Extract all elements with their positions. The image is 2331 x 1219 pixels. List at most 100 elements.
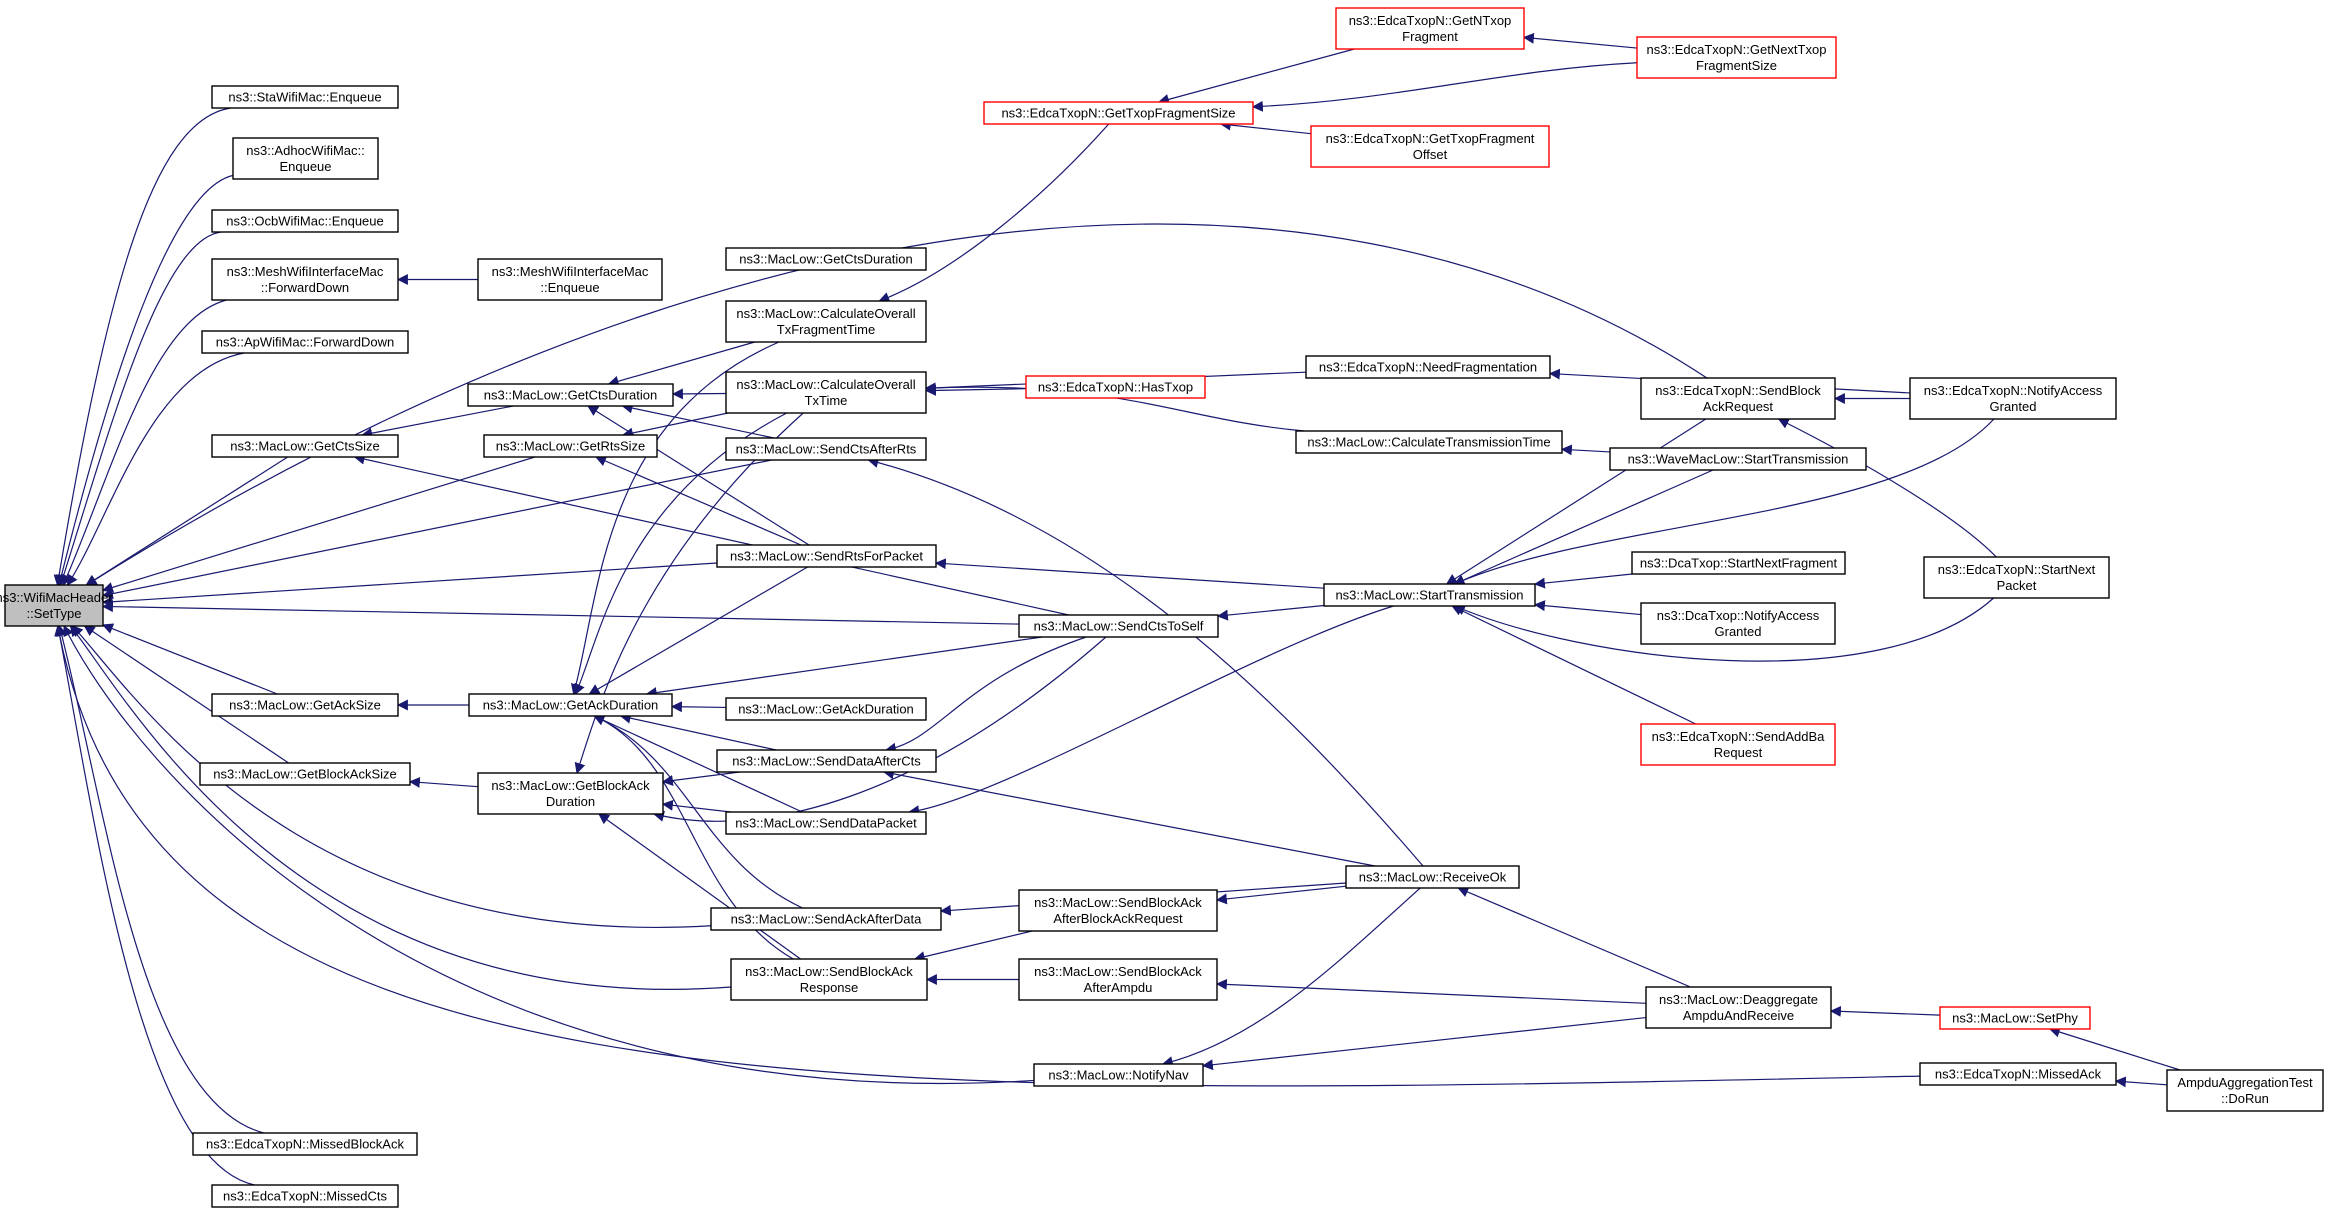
node-box: [201, 330, 409, 354]
node-get-cts-dur2[interactable]: ns3::MacLow::GetCtsDuration: [725, 247, 927, 271]
edge-get_cts_dur-to-get_cts_size: [361, 405, 514, 439]
node-send-cts-to-self[interactable]: ns3::MacLow::SendCtsToSelf: [1018, 614, 1219, 638]
node-label: ns3::EdcaTxopN::MissedCts: [223, 1189, 388, 1204]
node-box: [1909, 377, 2117, 420]
node-label: ns3::MacLow::GetCtsDuration: [484, 388, 657, 403]
edge-get_next_txop_frag-to-get_ntxop_frag: [1522, 32, 1638, 49]
node-label: Duration: [546, 794, 595, 809]
edge-send_cts_to_self-to-get_back_dur: [652, 636, 1107, 822]
node-wave-start[interactable]: ns3::WaveMacLow::StartTransmission: [1609, 447, 1867, 471]
edge-receive_ok-to-send_data_after_cts: [882, 768, 1376, 867]
node-need-frag[interactable]: ns3::EdcaTxopN::NeedFragmentation: [1305, 355, 1551, 379]
node-label: ::SetType: [27, 606, 82, 621]
node-label: ns3::MeshWifiInterfaceMac: [492, 264, 649, 279]
edge-receive_ok-to-send_cts_after_rts: [867, 457, 1424, 867]
node-get-cts-size[interactable]: ns3::MacLow::GetCtsSize: [211, 434, 399, 458]
node-calc-frag[interactable]: ns3::MacLow::CalculateOverallTxFragmentT…: [725, 300, 927, 343]
node-calc-trans-time[interactable]: ns3::MacLow::CalculateTransmissionTime: [1295, 430, 1563, 454]
node-label: ns3::EdcaTxopN::GetNTxop: [1349, 13, 1512, 28]
edge-calc_frag-to-get_ack_dur: [570, 341, 780, 696]
node-ap-fwd[interactable]: ns3::ApWifiMac::ForwardDown: [201, 330, 409, 354]
node-label: ns3::MacLow::GetRtsSize: [496, 439, 646, 454]
node-missed-ack[interactable]: ns3::EdcaTxopN::MissedAck: [1919, 1062, 2117, 1086]
node-adhoc-enq[interactable]: ns3::AdhocWifiMac::Enqueue: [232, 137, 379, 180]
node-get-cts-dur[interactable]: ns3::MacLow::GetCtsDuration: [467, 383, 674, 407]
node-send-ack-after-data[interactable]: ns3::MacLow::SendAckAfterData: [710, 907, 942, 931]
edge-ampdu_test-to-set_phy: [2048, 1026, 2181, 1071]
node-get-ack-dur2[interactable]: ns3::MacLow::GetAckDuration: [725, 697, 927, 721]
node-send-data-packet[interactable]: ns3::MacLow::SendDataPacket: [725, 811, 927, 835]
node-label: ns3::EdcaTxopN::SendAddBa: [1652, 729, 1825, 744]
node-get-txop-frag-size[interactable]: ns3::EdcaTxopN::GetTxopFragmentSize: [983, 101, 1254, 125]
edge-send_ack_after_data-to-settype: [71, 625, 712, 928]
edge-send_back_req-to-start_trans: [1445, 418, 1707, 585]
node-box: [211, 434, 399, 458]
node-sta-enq[interactable]: ns3::StaWifiMac::Enqueue: [211, 85, 399, 109]
node-label: Packet: [1997, 578, 2037, 593]
node-box: [4, 584, 104, 627]
node-box: [1018, 614, 1219, 638]
node-label: Granted: [1990, 399, 2037, 414]
edge-ap_fwd-to-settype: [66, 352, 245, 586]
node-box: [725, 437, 927, 461]
node-box: [983, 101, 1254, 125]
node-has-txop[interactable]: ns3::EdcaTxopN::HasTxop: [1025, 375, 1206, 399]
node-get-ack-size[interactable]: ns3::MacLow::GetAckSize: [211, 693, 399, 717]
node-ampdu-test[interactable]: AmpduAggregationTest::DoRun: [2166, 1069, 2324, 1112]
node-label: ns3::MacLow::NotifyNav: [1048, 1068, 1189, 1083]
node-label: FragmentSize: [1696, 58, 1777, 73]
node-label: ns3::MacLow::GetBlockAckSize: [213, 767, 397, 782]
node-label: TxFragmentTime: [777, 322, 875, 337]
edge-edca_notify-to-start_trans: [1453, 418, 1995, 586]
node-send-rts[interactable]: ns3::MacLow::SendRtsForPacket: [716, 544, 937, 568]
node-missed-back[interactable]: ns3::EdcaTxopN::MissedBlockAck: [192, 1132, 418, 1156]
node-box: [725, 697, 927, 721]
edge-receive_ok-to-notify_nav: [1161, 887, 1421, 1067]
node-label: Fragment: [1402, 29, 1458, 44]
edge-deagg-to-notify_nav: [1201, 1016, 1647, 1071]
node-settype[interactable]: ns3::WifiMacHeader::SetType: [0, 584, 113, 627]
node-box: [725, 811, 927, 835]
node-notify-nav[interactable]: ns3::MacLow::NotifyNav: [1033, 1063, 1204, 1087]
edge-send_data_after_cts-to-get_back_dur: [661, 771, 740, 786]
edge-start_trans-to-send_cts_to_self: [1216, 604, 1325, 621]
node-dca-next-frag[interactable]: ns3::DcaTxop::StartNextFragment: [1631, 551, 1846, 575]
node-send-data-after-cts[interactable]: ns3::MacLow::SendDataAfterCts: [716, 749, 937, 773]
edge-start_trans-to-send_rts: [934, 558, 1325, 589]
node-start-trans[interactable]: ns3::MacLow::StartTransmission: [1323, 583, 1536, 607]
edge-send_cts_after_rts-to-get_cts_dur: [621, 402, 775, 439]
node-send-cts-after-rts[interactable]: ns3::MacLow::SendCtsAfterRts: [725, 437, 927, 461]
edge-get_rts_size-to-settype: [101, 456, 536, 593]
node-ocb-enq[interactable]: ns3::OcbWifiMac::Enqueue: [211, 209, 399, 233]
node-mesh-fwd[interactable]: ns3::MeshWifiInterfaceMac::ForwardDown: [211, 258, 399, 301]
edge-send_addba-to-start_trans: [1451, 605, 1696, 725]
edge-get_ack_size-to-settype: [101, 623, 278, 695]
node-set-phy[interactable]: ns3::MacLow::SetPhy: [1939, 1006, 2091, 1030]
node-get-backsize[interactable]: ns3::MacLow::GetBlockAckSize: [199, 762, 411, 786]
node-box: [1636, 36, 1837, 79]
node-get-rts-size[interactable]: ns3::MacLow::GetRtsSize: [483, 434, 658, 458]
node-label: AmpduAndReceive: [1683, 1008, 1794, 1023]
node-label: ns3::EdcaTxopN::NeedFragmentation: [1319, 360, 1537, 375]
node-missed-cts[interactable]: ns3::EdcaTxopN::MissedCts: [211, 1184, 399, 1208]
node-mesh-enq[interactable]: ns3::MeshWifiInterfaceMac::Enqueue: [477, 258, 663, 301]
node-receive-ok[interactable]: ns3::MacLow::ReceiveOk: [1345, 865, 1520, 889]
node-get-ack-dur[interactable]: ns3::MacLow::GetAckDuration: [468, 693, 673, 717]
node-label: Request: [1714, 745, 1763, 760]
node-label: ns3::MacLow::SendBlockAck: [1034, 895, 1202, 910]
node-send-back-after-req[interactable]: ns3::MacLow::SendBlockAckAfterBlockAckRe…: [1018, 889, 1218, 932]
